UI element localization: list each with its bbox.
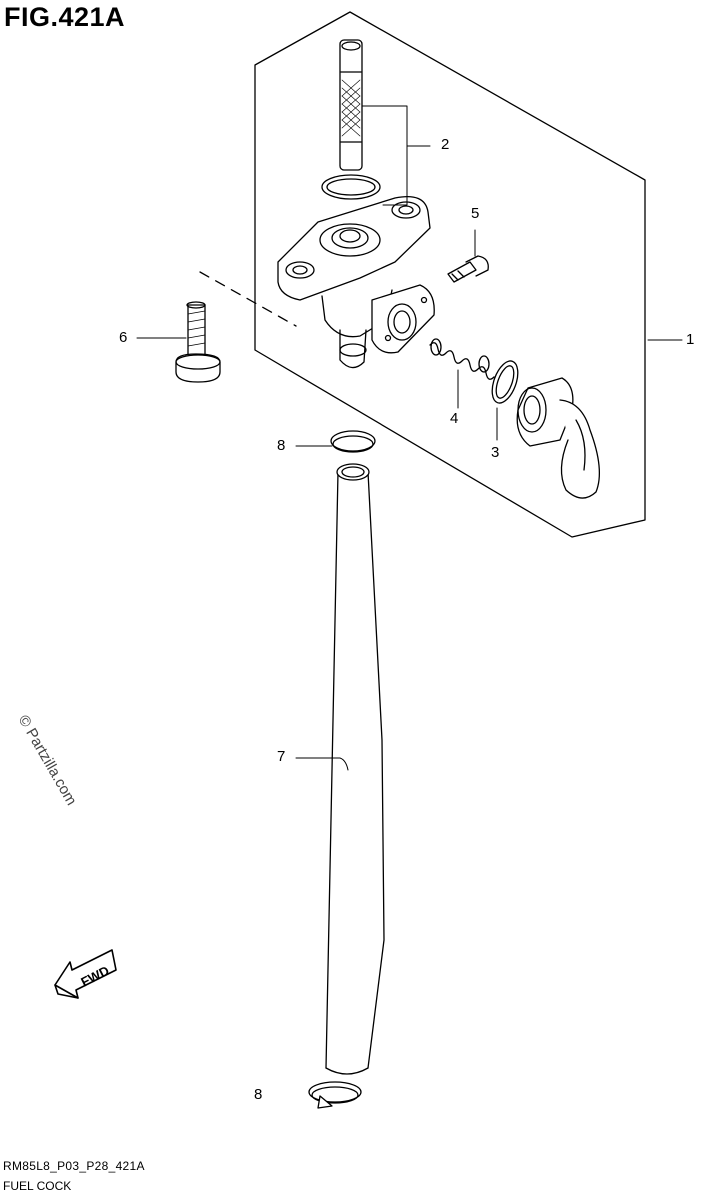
assembly-boundary bbox=[254, 11, 646, 538]
callout-1: 1 bbox=[686, 331, 695, 348]
callout-3: 3 bbox=[491, 444, 500, 461]
fwd-arrow-icon bbox=[54, 949, 117, 999]
callout-2: 2 bbox=[441, 136, 450, 153]
figure-title: FIG.421A bbox=[4, 2, 126, 32]
part-2-filter bbox=[339, 39, 363, 171]
callout-6: 6 bbox=[119, 329, 128, 346]
part-7-hose bbox=[325, 463, 385, 1075]
fuel-cock-body bbox=[277, 195, 435, 369]
callout-7: 7 bbox=[277, 748, 286, 765]
fuel-cock-lever bbox=[516, 377, 600, 499]
part-6-bolt bbox=[175, 301, 221, 383]
callout-8-bottom: 8 bbox=[254, 1086, 263, 1103]
callout-8-top: 8 bbox=[277, 437, 286, 454]
callout-5: 5 bbox=[471, 205, 480, 222]
leader-lines bbox=[136, 105, 683, 771]
part-3-oring bbox=[491, 360, 519, 404]
part-2-oring bbox=[321, 174, 381, 200]
figure-name: FUEL COCK bbox=[3, 1179, 72, 1193]
part-8-clamp-top bbox=[330, 430, 376, 453]
part-4-spring bbox=[429, 338, 495, 380]
callout-4: 4 bbox=[450, 410, 459, 427]
mounting-axis bbox=[199, 271, 297, 327]
figure-code: RM85L8_P03_P28_421A bbox=[3, 1159, 145, 1173]
part-5-screw bbox=[447, 255, 489, 283]
part-8-clamp-bottom bbox=[308, 1081, 362, 1109]
